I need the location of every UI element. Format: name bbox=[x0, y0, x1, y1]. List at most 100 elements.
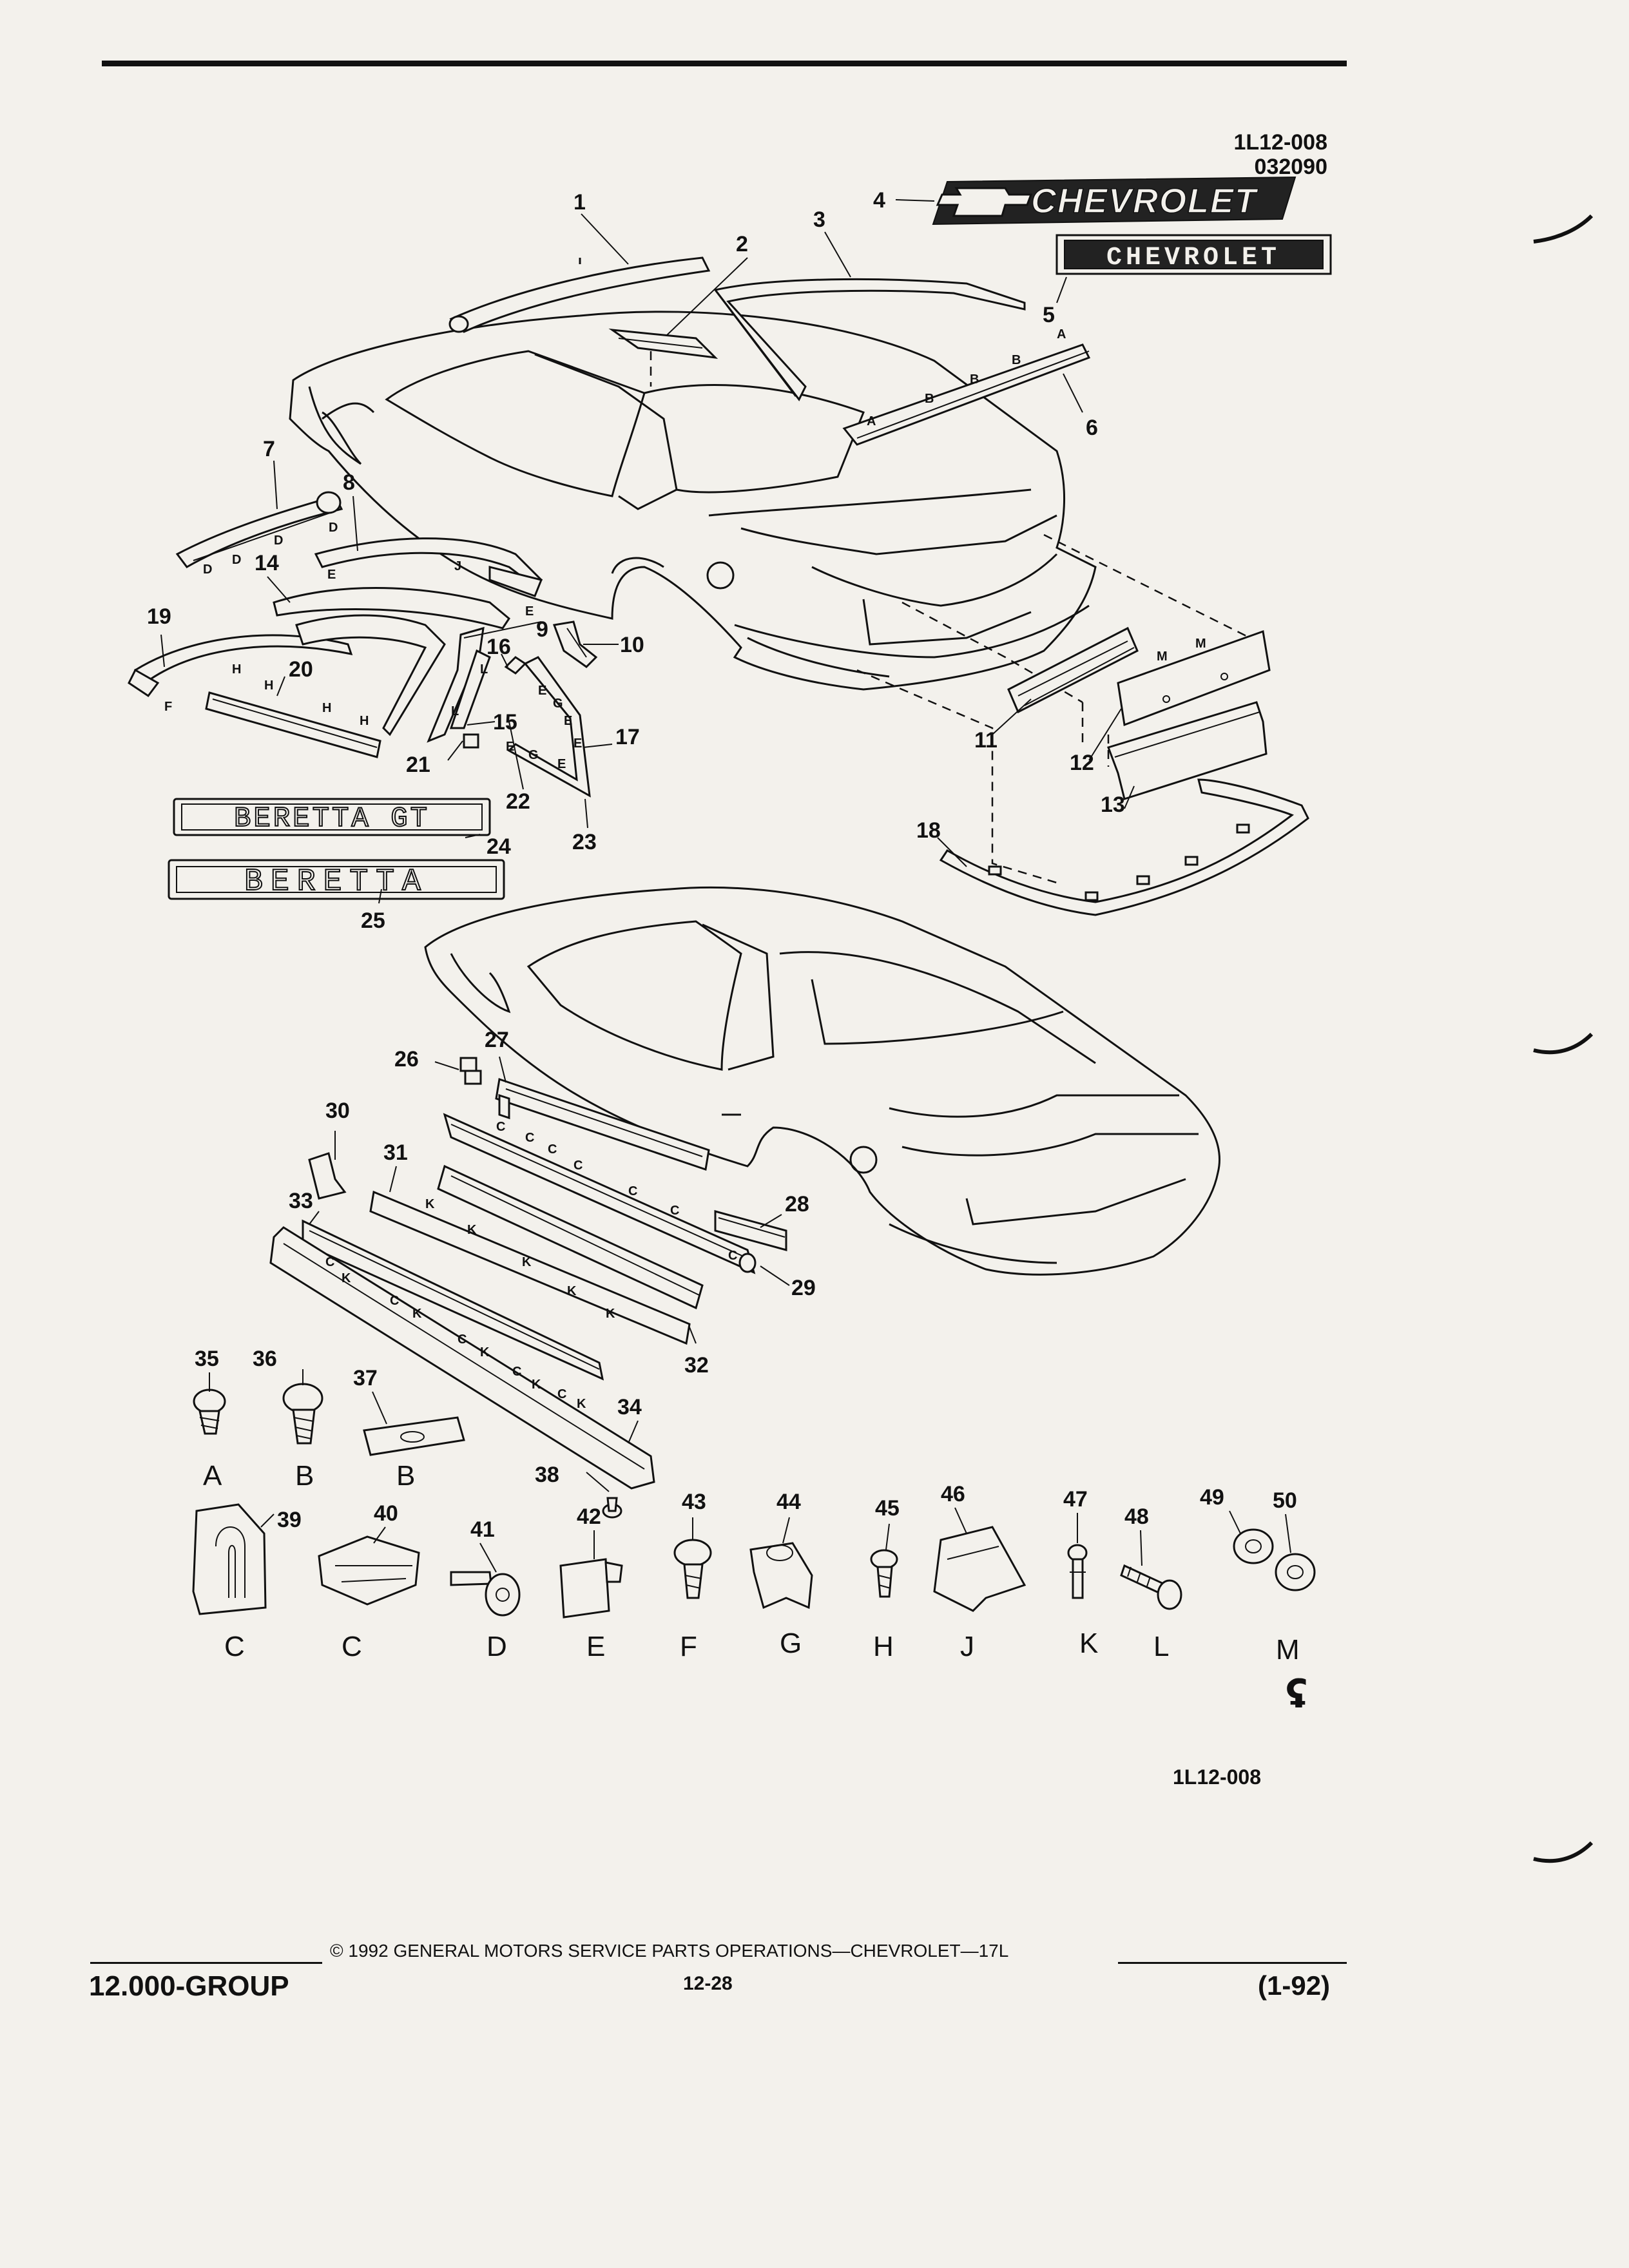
part-18-rear-bumper-strip bbox=[939, 778, 1309, 916]
part-7-quarter-window-molding bbox=[175, 491, 343, 568]
callout-3: 3 bbox=[813, 207, 825, 232]
loc-C: C bbox=[628, 1184, 637, 1198]
callout-15: 15 bbox=[493, 710, 517, 735]
part-47-push-rivet bbox=[1067, 1544, 1088, 1599]
illustration-code-footer: 1L12-008 bbox=[1173, 1765, 1261, 1789]
margin-tick-2 bbox=[1533, 1032, 1594, 1055]
callout-38: 38 bbox=[535, 1463, 559, 1487]
loc-H: H bbox=[322, 701, 331, 715]
callout-49: 49 bbox=[1200, 1485, 1224, 1510]
loc-C: C bbox=[512, 1365, 521, 1379]
fastener-letter-H: H bbox=[873, 1631, 894, 1662]
callout-35: 35 bbox=[195, 1347, 219, 1371]
part-42-retainer bbox=[559, 1558, 623, 1619]
callout-5: 5 bbox=[1043, 303, 1055, 327]
callout-31: 31 bbox=[383, 1140, 408, 1165]
lower-car-body bbox=[424, 886, 1221, 1276]
illustration-code: 1L12-008 bbox=[1233, 130, 1327, 155]
part-41-screw-fastener bbox=[450, 1571, 521, 1617]
callout-43: 43 bbox=[682, 1490, 706, 1514]
callout-1: 1 bbox=[574, 190, 586, 215]
loc-C: C bbox=[390, 1294, 399, 1308]
fastener-letter-C2: C bbox=[342, 1631, 362, 1662]
loc-A: A bbox=[1057, 327, 1066, 341]
loc-C: C bbox=[458, 1332, 467, 1347]
part-14-door-belt-molding bbox=[273, 587, 510, 629]
loc-K: K bbox=[577, 1397, 586, 1411]
part-17-quarter-window-frame bbox=[507, 656, 591, 798]
upper-car-body bbox=[289, 311, 1097, 691]
callout-2: 2 bbox=[736, 232, 748, 256]
loc-E: E bbox=[327, 568, 336, 582]
fastener-letter-E: E bbox=[586, 1631, 605, 1662]
part-40-clip bbox=[318, 1535, 420, 1606]
location-code-markers-upper: A A B B B D D D D E J E F H H H H L L E … bbox=[164, 327, 1206, 771]
fastener-letter-L: L bbox=[1153, 1631, 1169, 1662]
part-39-clip bbox=[192, 1503, 267, 1615]
page-number: 12-28 bbox=[683, 1973, 733, 1994]
loc-H: H bbox=[360, 714, 369, 728]
part-48-screw-fastener bbox=[1120, 1564, 1182, 1610]
part-11-rear-applique bbox=[1007, 626, 1139, 714]
fastener-letter-D: D bbox=[487, 1631, 507, 1662]
callout-14: 14 bbox=[255, 551, 279, 575]
gm-mark-icon: ʢ bbox=[1286, 1672, 1307, 1717]
part-12-license-plate-panel bbox=[1117, 629, 1271, 727]
part-50-washer bbox=[1275, 1553, 1316, 1591]
callout-30: 30 bbox=[325, 1099, 350, 1123]
callout-45: 45 bbox=[875, 1496, 900, 1521]
part-30-clip bbox=[308, 1152, 347, 1200]
loc-C: C bbox=[728, 1249, 737, 1263]
callout-19: 19 bbox=[147, 604, 171, 629]
loc-H: H bbox=[264, 678, 273, 693]
loc-K: K bbox=[522, 1255, 532, 1269]
loc-K: K bbox=[342, 1271, 351, 1285]
loc-G: G bbox=[528, 748, 539, 762]
callout-23: 23 bbox=[572, 830, 597, 854]
callout-39: 39 bbox=[277, 1508, 302, 1532]
callout-7: 7 bbox=[263, 437, 275, 461]
revision-date: (1-92) bbox=[1258, 1970, 1331, 2001]
loc-D: D bbox=[203, 562, 212, 577]
beretta-gt-text: BERETTA GT bbox=[234, 803, 430, 835]
callout-42: 42 bbox=[577, 1504, 601, 1529]
location-code-markers-lower: C C C C C C C K K K K K C K C K C K C K … bbox=[325, 1120, 737, 1411]
loc-C: C bbox=[325, 1255, 334, 1269]
loc-B: B bbox=[970, 372, 979, 387]
loc-E: E bbox=[564, 714, 572, 728]
callout-41: 41 bbox=[470, 1517, 495, 1542]
loc-M: M bbox=[1157, 649, 1168, 664]
part-16-clip bbox=[504, 656, 527, 675]
callout-24: 24 bbox=[487, 834, 511, 859]
loc-B: B bbox=[925, 392, 934, 406]
loc-C: C bbox=[525, 1131, 534, 1145]
loc-E: E bbox=[525, 604, 534, 619]
part-6-back-window-molding bbox=[842, 343, 1091, 446]
fastener-letter-row: A B B C C D E F G H J K L M bbox=[203, 1460, 1300, 1666]
copyright-notice: © 1992 GENERAL MOTORS SERVICE PARTS OPER… bbox=[330, 1941, 1009, 1961]
callout-9: 9 bbox=[536, 617, 548, 642]
callout-20: 20 bbox=[289, 657, 313, 682]
group-label: 12.000-GROUP bbox=[89, 1970, 289, 2002]
callout-4: 4 bbox=[873, 188, 885, 213]
loc-M: M bbox=[1195, 637, 1206, 651]
loc-K: K bbox=[412, 1307, 422, 1321]
fastener-letter-G: G bbox=[780, 1628, 802, 1659]
part-43-screw-fastener bbox=[673, 1539, 712, 1599]
part-2-roof-panel-clip bbox=[608, 328, 718, 360]
callout-26: 26 bbox=[394, 1047, 419, 1072]
part-27-door-molding bbox=[495, 1078, 710, 1171]
part-24-beretta-gt-emblem: BERETTA GT bbox=[173, 798, 491, 836]
loc-K: K bbox=[467, 1223, 477, 1237]
fastener-letter-A: A bbox=[203, 1460, 222, 1492]
loc-E: E bbox=[574, 736, 582, 751]
loc-D: D bbox=[274, 533, 283, 548]
fastener-letter-F: F bbox=[680, 1631, 697, 1662]
callout-11: 11 bbox=[974, 728, 998, 753]
callout-12: 12 bbox=[1070, 751, 1094, 775]
loc-C: C bbox=[496, 1120, 505, 1134]
margin-tick-3 bbox=[1533, 1841, 1594, 1863]
footer-rule-left bbox=[90, 1962, 322, 1964]
part-44-nut-clip bbox=[749, 1542, 813, 1610]
callout-21: 21 bbox=[406, 753, 430, 777]
